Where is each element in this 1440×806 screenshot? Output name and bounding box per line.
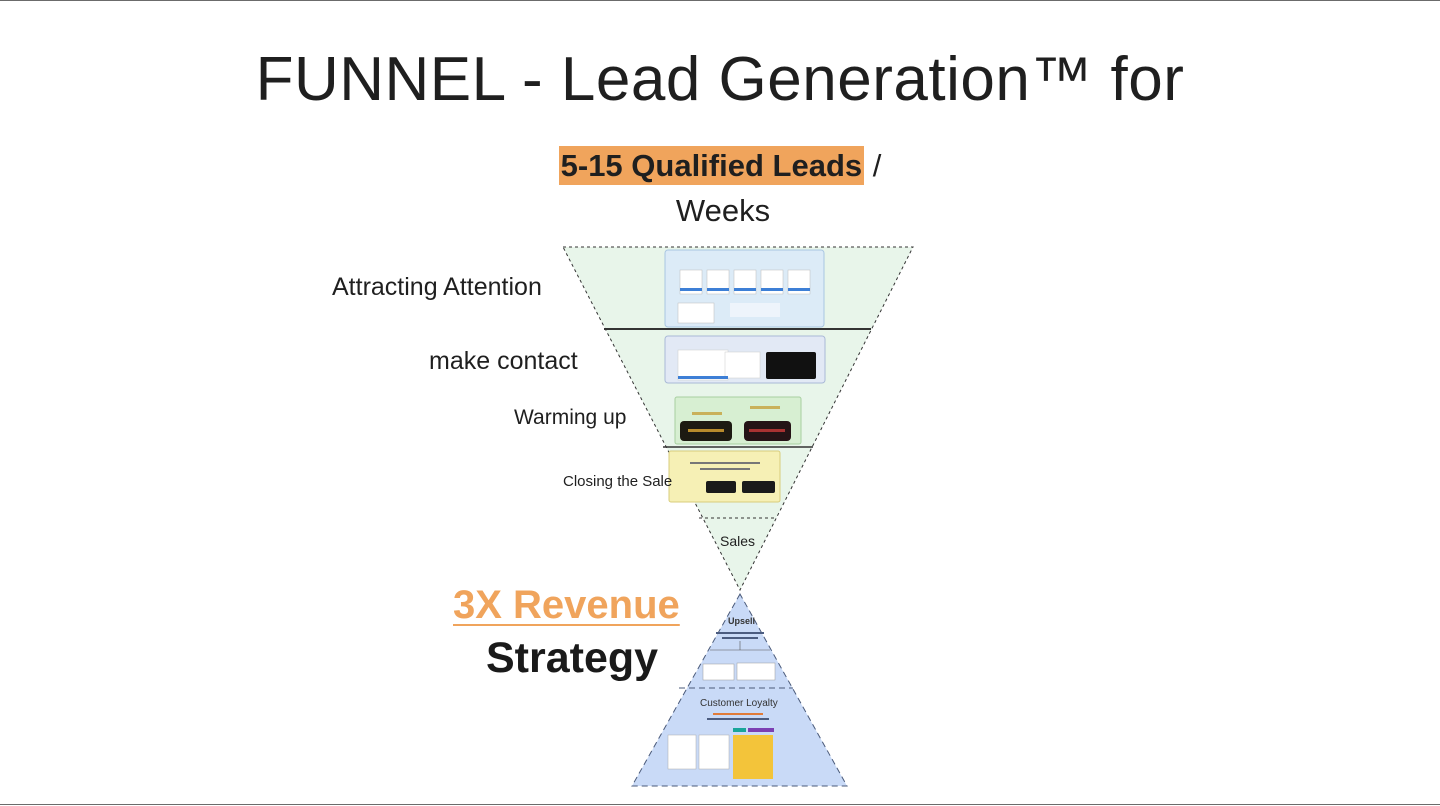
leads-highlight: 5-15 Qualified Leads <box>558 146 865 185</box>
subtitle-line-2: Weeks <box>675 193 771 228</box>
stage-label-warming-up: Warming up <box>514 406 627 429</box>
revenue-heading: 3X Revenue <box>453 583 680 627</box>
subtitle-line-1: 5-15 Qualified Leads / <box>0 146 1440 185</box>
closing-screenshot <box>668 450 781 503</box>
strategy-heading: Strategy <box>486 634 659 682</box>
frame-top-border <box>0 0 1440 1</box>
funnel-tier-screenshot <box>664 335 826 384</box>
upsell-label: Upsell <box>728 616 756 626</box>
stage-label-closing-the-sale: Closing the Sale <box>563 473 673 490</box>
page-title: FUNNEL - Lead Generation™ for <box>255 45 1185 114</box>
stage-label-make-contact: make contact <box>429 347 578 375</box>
upsell-screenshot <box>702 632 776 681</box>
meta-ads-screenshot <box>664 249 825 328</box>
stage-label-sales: Sales <box>720 533 756 549</box>
loyalty-screenshot <box>667 713 774 779</box>
followup-screenshot <box>674 396 802 445</box>
customer-loyalty-label: Customer Loyalty <box>700 698 778 709</box>
frame-bottom-border <box>0 804 1440 805</box>
stage-label-attracting-attention: Attracting Attention <box>332 273 542 301</box>
subtitle-slash: / <box>864 148 882 183</box>
